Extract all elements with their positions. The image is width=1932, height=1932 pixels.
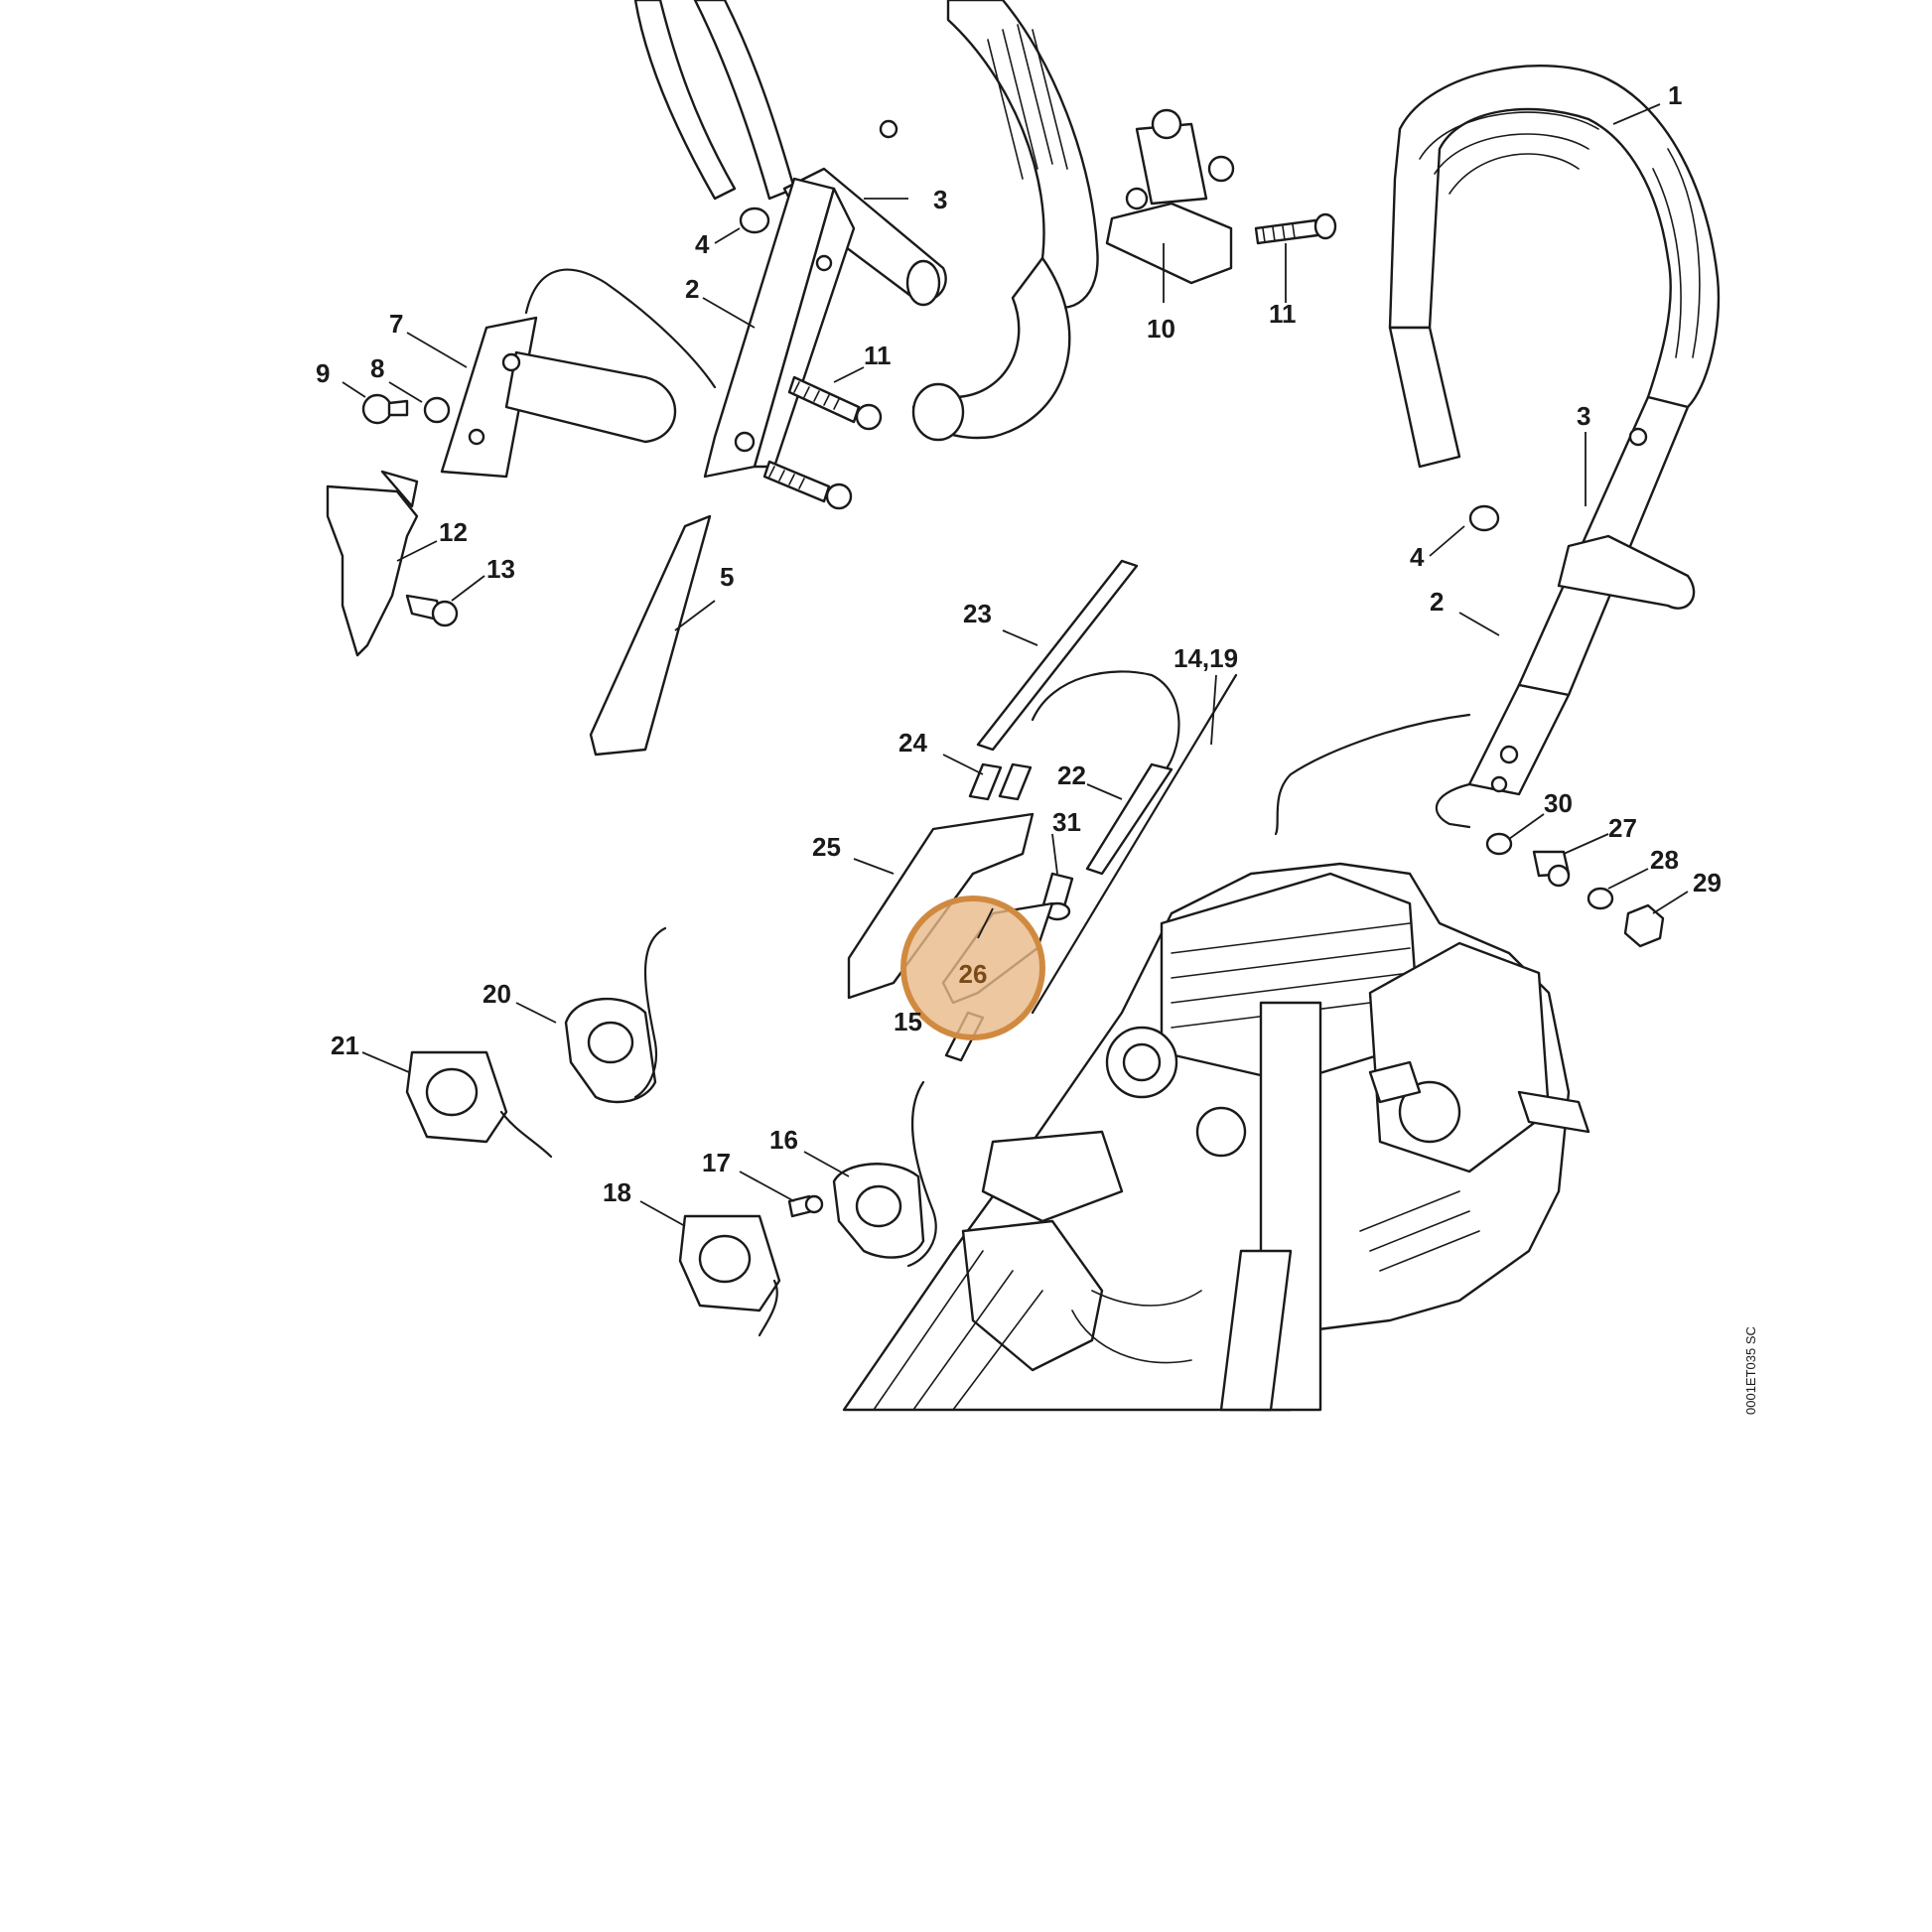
label-5: 5 bbox=[720, 562, 734, 592]
label-2: 2 bbox=[685, 274, 699, 304]
label-2: 2 bbox=[1430, 587, 1444, 617]
lockout-lever-part bbox=[326, 470, 419, 657]
label-8: 8 bbox=[370, 353, 384, 383]
label-28: 28 bbox=[1650, 845, 1679, 875]
label-17: 17 bbox=[702, 1148, 731, 1177]
label-7: 7 bbox=[389, 309, 403, 339]
washer-part bbox=[423, 396, 451, 424]
gasket-part bbox=[678, 1214, 781, 1337]
label-9: 9 bbox=[316, 358, 330, 388]
drawing-code: 0001ET035 SC bbox=[1743, 1326, 1758, 1415]
leader-lines bbox=[342, 103, 1689, 1227]
screw-part bbox=[405, 594, 459, 627]
screw-part bbox=[762, 460, 853, 510]
label-22: 22 bbox=[1057, 760, 1086, 790]
label-11: 11 bbox=[1269, 299, 1297, 329]
rear-handle-part bbox=[633, 0, 1099, 479]
label-11: 11 bbox=[864, 341, 892, 370]
carb-flange-part bbox=[564, 926, 667, 1104]
label-4: 4 bbox=[1410, 542, 1425, 572]
label-30: 30 bbox=[1544, 788, 1573, 818]
sleeve-part bbox=[968, 762, 1033, 801]
label-24: 24 bbox=[898, 728, 927, 758]
label-3: 3 bbox=[933, 185, 947, 214]
screw-part bbox=[361, 393, 409, 425]
part-labels: 1 3 3 4 4 2 2 5 7 8 9 10 11 11 12 13 14,… bbox=[316, 80, 1722, 1207]
highlight-marker[interactable]: 26 bbox=[900, 896, 1045, 1040]
label-1: 1 bbox=[1668, 80, 1682, 110]
label-10: 10 bbox=[1147, 314, 1175, 344]
label-27: 27 bbox=[1608, 813, 1637, 843]
bushing-part bbox=[1468, 504, 1500, 532]
label-3: 3 bbox=[1577, 401, 1590, 431]
cable-part bbox=[1031, 670, 1180, 876]
mount-bracket-part bbox=[1105, 108, 1235, 285]
label-14-19: 14,19 bbox=[1173, 643, 1238, 673]
highlight-circle bbox=[900, 896, 1045, 1040]
label-23: 23 bbox=[963, 599, 992, 628]
label-18: 18 bbox=[603, 1177, 631, 1207]
label-15: 15 bbox=[894, 1007, 922, 1036]
label-13: 13 bbox=[486, 554, 515, 584]
engine-housing-part bbox=[842, 862, 1590, 1412]
throttle-lever-part bbox=[440, 268, 717, 479]
label-20: 20 bbox=[483, 979, 511, 1009]
stud-part bbox=[1532, 850, 1571, 888]
gasket-part bbox=[405, 1050, 553, 1159]
label-29: 29 bbox=[1693, 868, 1722, 897]
bushing-part bbox=[1485, 832, 1513, 856]
label-21: 21 bbox=[331, 1031, 359, 1060]
label-25: 25 bbox=[812, 832, 841, 862]
label-4: 4 bbox=[695, 229, 710, 259]
screw-part bbox=[787, 1194, 824, 1218]
screw-part bbox=[1254, 212, 1337, 245]
handle-molding-part bbox=[589, 514, 712, 757]
label-26: 26 bbox=[959, 959, 988, 989]
screw-part bbox=[787, 375, 883, 431]
label-16: 16 bbox=[769, 1125, 798, 1155]
ignition-lead-part bbox=[1031, 673, 1238, 1015]
washer-part bbox=[1587, 887, 1614, 910]
nut-part bbox=[1623, 903, 1665, 948]
label-12: 12 bbox=[439, 517, 468, 547]
front-handlebar-part bbox=[1274, 65, 1721, 836]
rod-part bbox=[976, 559, 1139, 752]
label-31: 31 bbox=[1052, 807, 1081, 837]
bushing-part bbox=[739, 207, 770, 234]
carb-flange-part bbox=[832, 1080, 937, 1268]
